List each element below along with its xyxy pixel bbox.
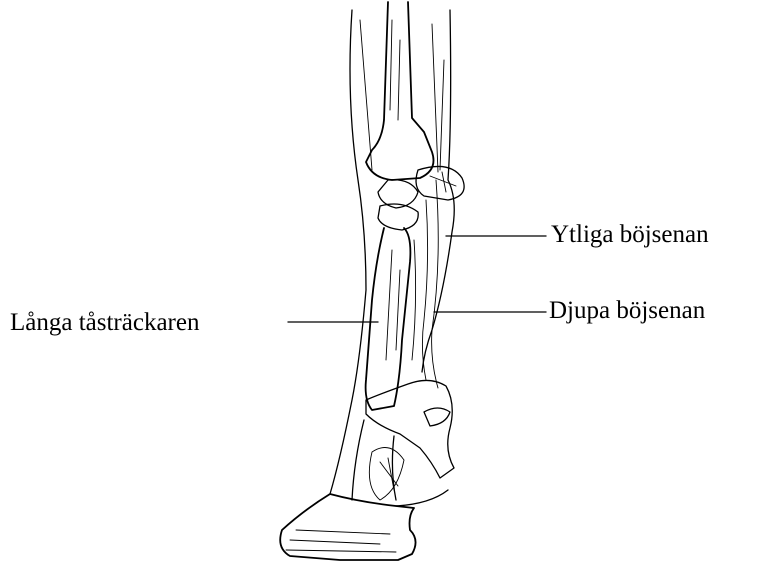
tibia-bone bbox=[366, 2, 434, 180]
hoof bbox=[280, 490, 448, 560]
label-ytliga-bojsenan: Ytliga böjsenan bbox=[551, 222, 709, 247]
label-langa-tastrackaren: Långa tåsträckaren bbox=[10, 310, 199, 335]
hock-bones bbox=[378, 166, 464, 230]
cannon-bone bbox=[366, 228, 411, 410]
label-djupa-bojsenan: Djupa böjsenan bbox=[549, 298, 705, 323]
leader-lines bbox=[288, 236, 546, 322]
